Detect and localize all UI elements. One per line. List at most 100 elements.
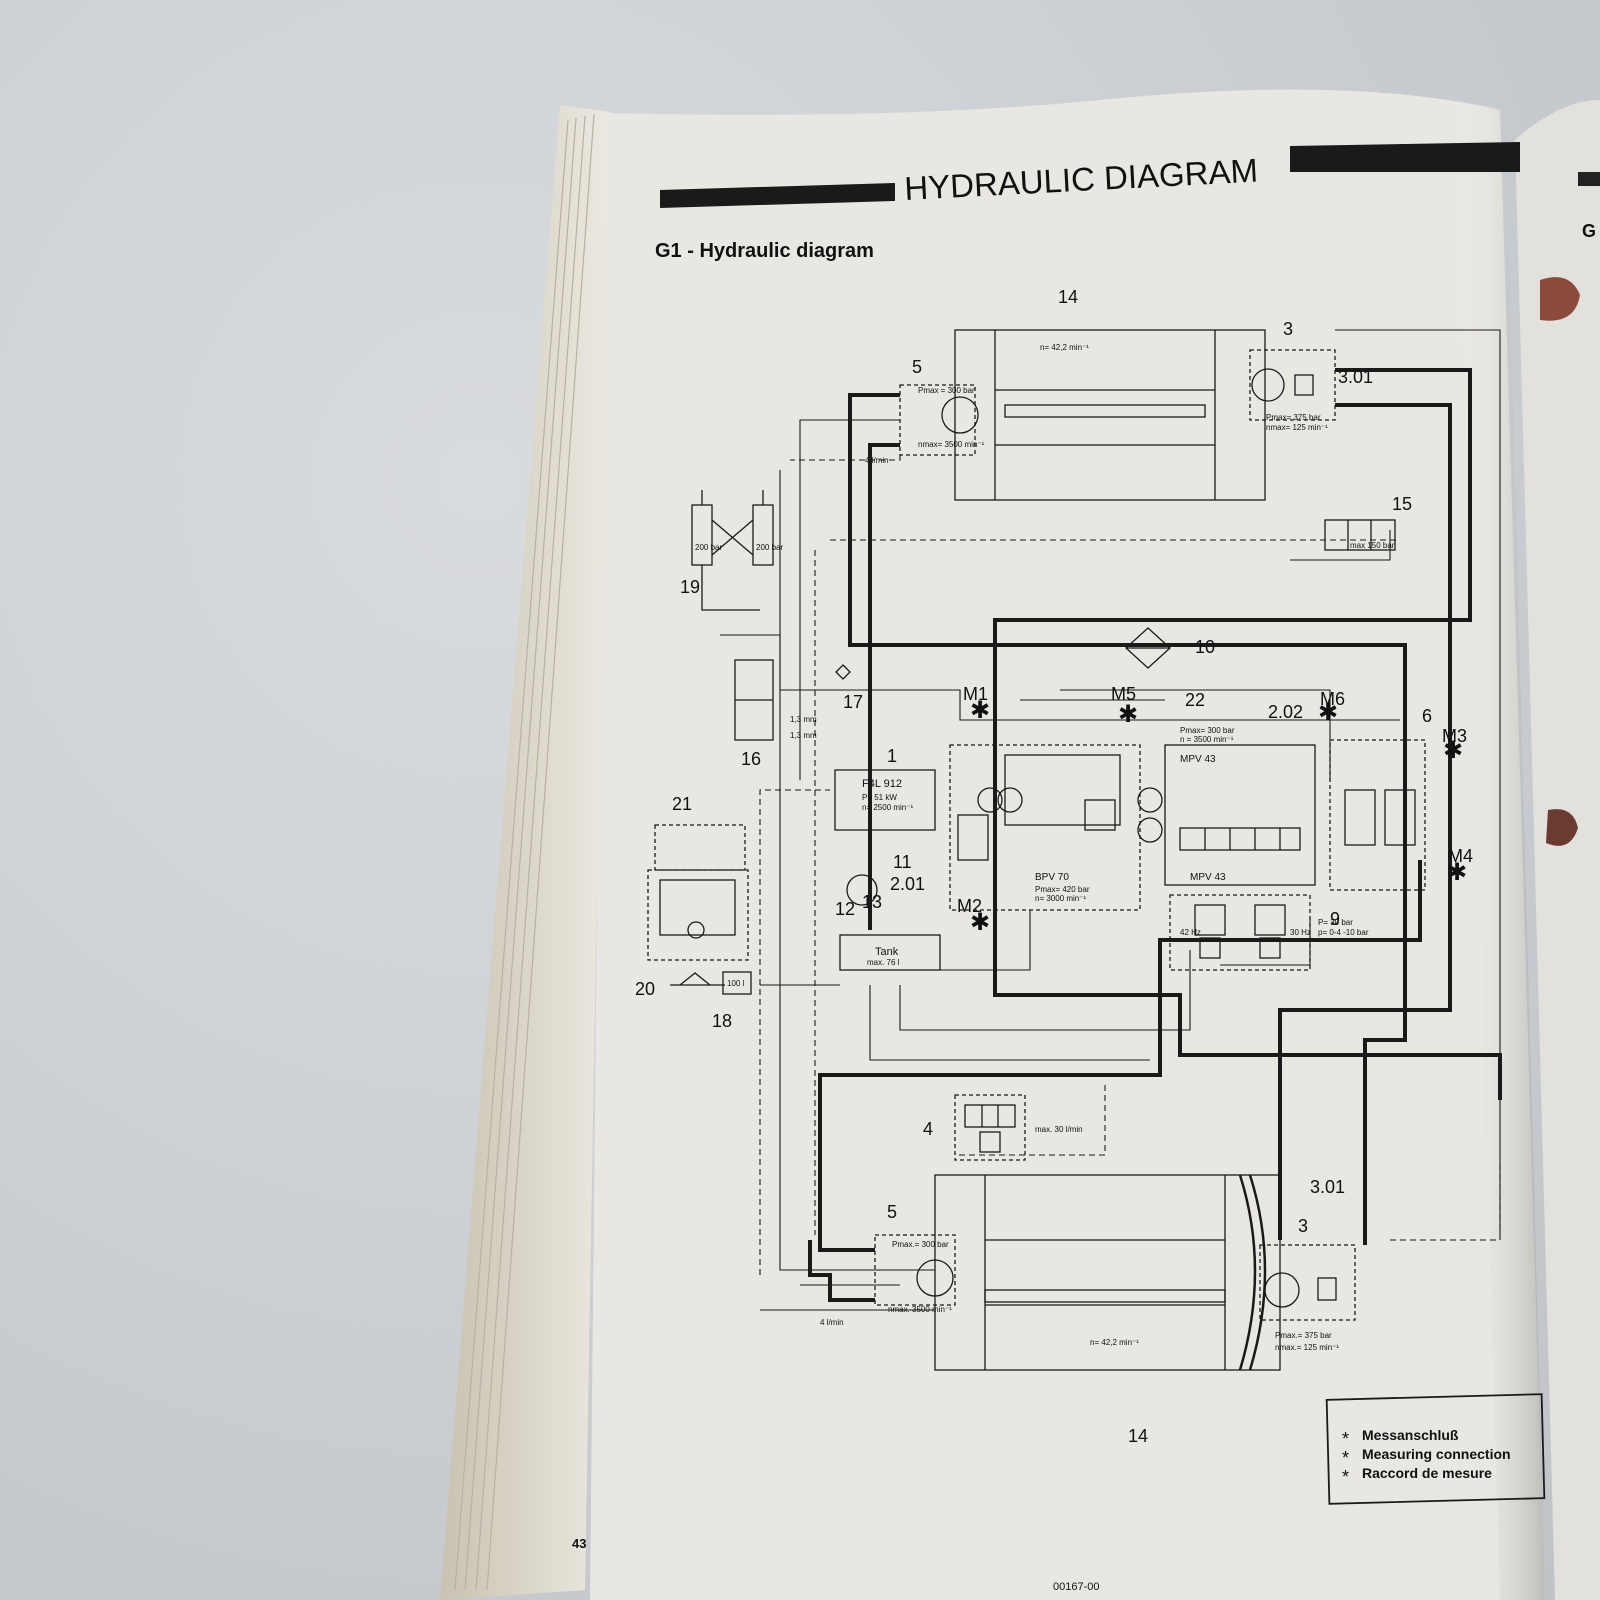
legend-box: * * * Messanschluß Measuring connection … — [1325, 1393, 1546, 1505]
banner-bar-left — [660, 183, 895, 208]
callout-22: 22 — [1185, 690, 1205, 710]
valve-block-main — [949, 744, 1141, 911]
engine-model: F4L 912 — [862, 778, 902, 790]
callout-1: 1 — [887, 746, 897, 766]
section-title: G1 - Hydraulic diagram — [655, 240, 874, 262]
motor-3-top — [1251, 368, 1285, 402]
callout-3-01-top: 3.01 — [1338, 367, 1373, 387]
valve15-pressure: max 150 bar — [1350, 541, 1395, 550]
mpv-p2: n = 3500 min⁻¹ — [1180, 735, 1234, 744]
mpv-p1: Pmax= 300 bar — [1180, 726, 1235, 735]
measuring-points: ✱ ✱ ✱ ✱ ✱ ✱ — [970, 696, 1467, 936]
callout-21: 21 — [672, 794, 692, 814]
svg-text:✱: ✱ — [1447, 858, 1467, 886]
page-stack-lines — [454, 113, 595, 1591]
charge-range: p= 0-4 -10 bar — [1318, 928, 1369, 937]
callout-16: 16 — [741, 749, 761, 769]
callout-m5: M5 — [1111, 684, 1136, 704]
callout-15: 15 — [1392, 494, 1412, 514]
block-6 — [1329, 739, 1426, 891]
binding-tab — [1540, 277, 1580, 321]
next-page — [1515, 100, 1600, 1600]
callout-4: 4 — [923, 1119, 933, 1139]
valve-4 — [954, 1094, 1026, 1161]
callout-m6: M6 — [1320, 689, 1345, 709]
block-21 — [654, 824, 746, 871]
freq-30: 30 Hz — [1290, 928, 1311, 937]
pump-bottom-nmax: nmax. 3500 min⁻¹ — [888, 1305, 952, 1314]
pump-5-top — [941, 396, 979, 434]
next-page-letter: G — [1582, 221, 1596, 241]
legend-asterisk-2: * — [1342, 1448, 1349, 1468]
mpv-upper: MPV 43 — [1180, 754, 1216, 765]
callout-10: 10 — [1195, 637, 1215, 657]
pump-top-nmax: nmax= 3500 min⁻¹ — [918, 440, 985, 449]
doc-code: 00167-00 — [1053, 1581, 1100, 1593]
motor-bottom-nmax: nmax.= 125 min⁻¹ — [1275, 1343, 1339, 1352]
motor-top-pmax: Pmax= 375 bar — [1266, 413, 1321, 422]
svg-text:✱: ✱ — [970, 908, 990, 936]
legend-asterisk-3: * — [1342, 1467, 1349, 1487]
page-number: 43 — [572, 1536, 586, 1551]
binding-tab — [1546, 809, 1578, 846]
mpv-lower: MPV 43 — [1190, 872, 1226, 883]
pump-5-bottom — [916, 1259, 954, 1297]
callout-6: 6 — [1422, 706, 1432, 726]
top-drum-frame — [954, 329, 1266, 501]
banner-bar-right — [1290, 142, 1520, 172]
callout-5-bottom: 5 — [887, 1202, 897, 1222]
bpv-label: BPV 70 — [1035, 872, 1069, 883]
tank-box — [839, 934, 941, 971]
orifice-1: 1,3 mm — [790, 715, 817, 724]
callout-12: 12 — [835, 899, 855, 919]
pilot-lines — [759, 455, 1501, 1275]
orifice-2: 1,3 mm — [790, 731, 817, 740]
callout-17: 17 — [843, 692, 863, 712]
check-17 — [835, 664, 851, 680]
callout-3-top: 3 — [1283, 319, 1293, 339]
engine-power: P= 51 kW — [862, 793, 897, 802]
cyl-right: 200 bar — [756, 543, 783, 552]
legend-asterisk-1: * — [1342, 1429, 1349, 1449]
hydraulic-diagram — [647, 329, 1502, 1371]
bpv-pressure: Pmax= 420 bar — [1035, 885, 1090, 894]
callout-2-01: 2.01 — [890, 874, 925, 894]
callout-13: 13 — [862, 892, 882, 912]
motor-3-top-box — [1249, 349, 1336, 421]
valve4-flow: max. 30 l/min — [1035, 1125, 1083, 1134]
main-circuit-lines — [808, 368, 1502, 1302]
callout-5-top: 5 — [912, 357, 922, 377]
charge-p: P= 30 bar — [1318, 918, 1353, 927]
valve-15 — [1324, 519, 1396, 551]
engine-speed: n= 2500 min⁻¹ — [862, 803, 913, 812]
drum-speed-top: n= 42,2 min⁻¹ — [1040, 343, 1089, 352]
page-stack-edge — [440, 105, 610, 1600]
callout-14-top: 14 — [1058, 287, 1078, 307]
svg-text:✱: ✱ — [1318, 698, 1338, 726]
pump-top-pmax: Pmax = 300 bar — [918, 386, 975, 395]
next-page-banner — [1578, 172, 1600, 186]
callout-2-02: 2.02 — [1268, 702, 1303, 722]
motor-bottom-pmax: Pmax.= 375 bar — [1275, 1331, 1332, 1340]
pump-bottom-pmax: Pmax.= 300 bar — [892, 1240, 949, 1249]
callout-14-bottom: 14 — [1128, 1426, 1148, 1446]
tank-label: Tank — [875, 946, 899, 958]
callout-9: 9 — [1330, 909, 1340, 929]
callout-11: 11 — [893, 852, 912, 872]
callout-3-bottom: 3 — [1298, 1216, 1308, 1236]
motor-top-nmax: nmax= 125 min⁻¹ — [1266, 423, 1328, 432]
bpv-speed: n= 3000 min⁻¹ — [1035, 894, 1086, 903]
legend-line-1: Messanschluß — [1362, 1427, 1459, 1443]
pump-5-bottom-box — [874, 1234, 956, 1306]
block-9 — [1169, 894, 1311, 971]
engine-1 — [834, 769, 936, 831]
freq-42: 42 Hz — [1180, 928, 1201, 937]
motor-3-bottom — [1264, 1272, 1300, 1308]
callout-18: 18 — [712, 1011, 732, 1031]
cyl-left: 200 bar — [695, 543, 722, 552]
drum-speed-bottom: n= 42,2 min⁻¹ — [1090, 1338, 1139, 1347]
tank-capacity: max. 76 l — [867, 958, 900, 967]
mpv-block — [1164, 744, 1316, 886]
manual-page — [590, 89, 1545, 1600]
